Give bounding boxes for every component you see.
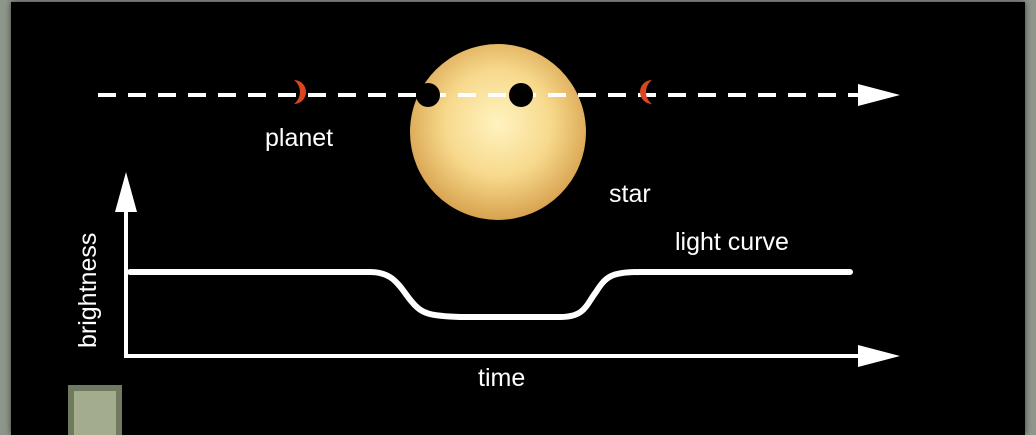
orbit-arrowhead bbox=[858, 84, 900, 106]
planet-disk-transit bbox=[509, 83, 533, 107]
planet-crescent-left bbox=[294, 80, 306, 104]
star-disk bbox=[410, 44, 586, 220]
planet-crescent-right bbox=[640, 80, 652, 104]
y-axis-label: brightness bbox=[74, 233, 102, 348]
light-curve-label: light curve bbox=[675, 228, 789, 256]
planet-label: planet bbox=[265, 124, 333, 152]
star-label: star bbox=[609, 180, 651, 208]
corner-button[interactable] bbox=[74, 391, 116, 435]
x-axis-label: time bbox=[478, 364, 525, 392]
y-axis-arrowhead bbox=[115, 172, 137, 212]
planet-disk-ingress bbox=[416, 83, 440, 107]
x-axis-arrowhead bbox=[858, 345, 900, 367]
light-curve-line bbox=[130, 272, 850, 317]
